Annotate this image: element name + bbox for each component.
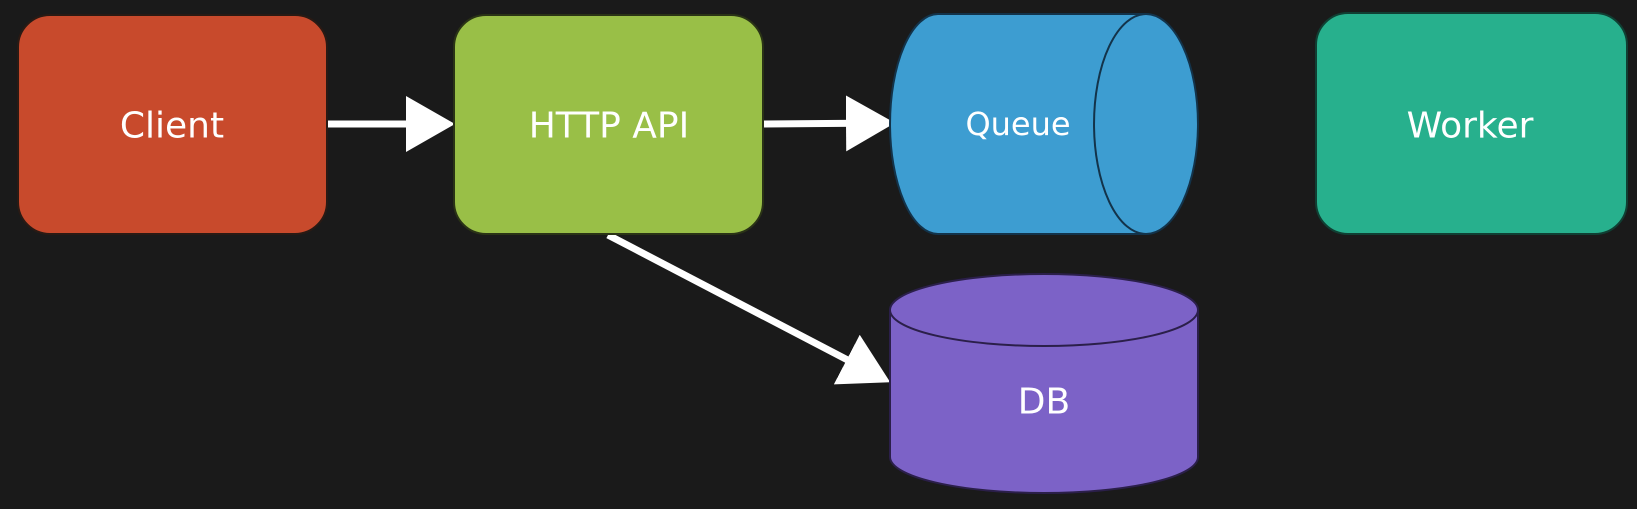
queue-label: Queue: [965, 105, 1070, 143]
worker-box: [1315, 12, 1628, 235]
db-label: DB: [1018, 382, 1070, 423]
db-cylinder-body: [889, 310, 1199, 494]
client-node[interactable]: Client: [17, 14, 328, 235]
worker-node[interactable]: Worker: [1315, 12, 1628, 235]
http-api-box: [453, 14, 764, 235]
http-api-node[interactable]: HTTP API: [453, 14, 764, 235]
db-cylinder-top: [889, 273, 1199, 347]
queue-node[interactable]: Queue: [889, 13, 1199, 235]
db-node[interactable]: DB: [889, 273, 1199, 494]
client-label: Client: [120, 106, 224, 147]
edge-api-to-queue: [763, 95, 895, 152]
edges: [326, 95, 895, 385]
edge-api-to-db: [606, 231, 891, 385]
http-api-label: HTTP API: [529, 106, 690, 147]
queue-cylinder-end: [1093, 13, 1147, 235]
worker-label: Worker: [1407, 106, 1534, 147]
client-box: [17, 14, 328, 235]
